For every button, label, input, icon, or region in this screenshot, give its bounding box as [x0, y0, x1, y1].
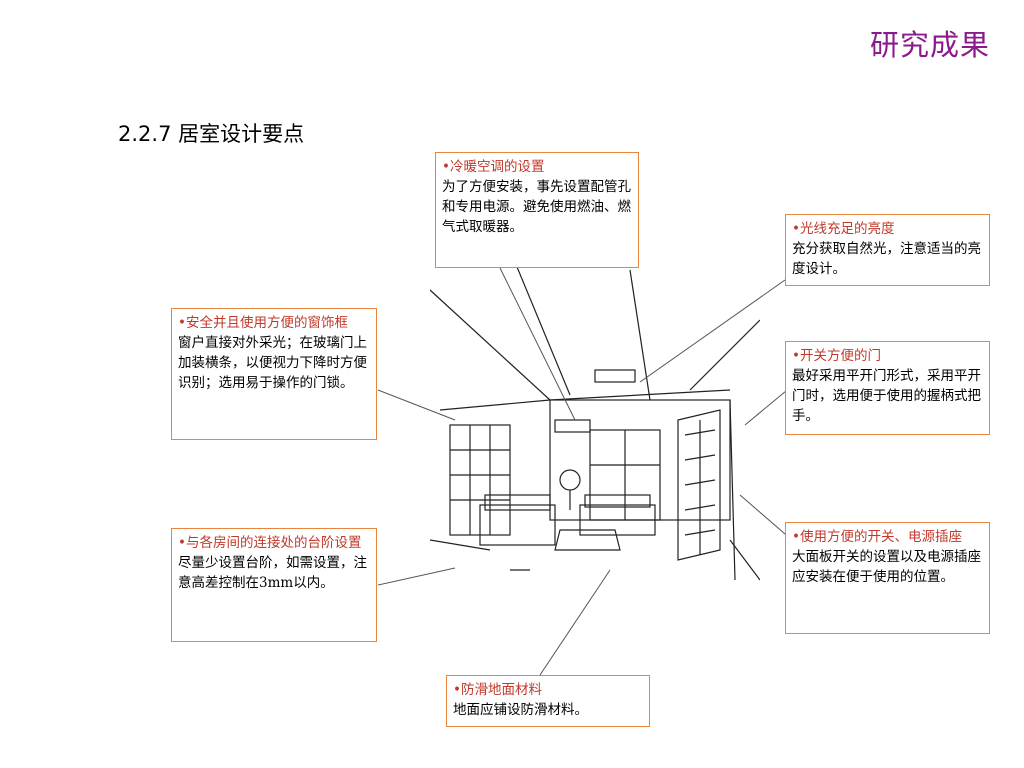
- callout-door-heading: •开关方便的门: [792, 348, 881, 364]
- callout-floor: •防滑地面材料 地面应铺设防滑材料。: [446, 675, 650, 727]
- callout-hvac-heading: •冷暖空调的设置: [442, 159, 545, 175]
- callout-lighting: •光线充足的亮度 充分获取自然光，注意适当的亮度设计。: [785, 214, 990, 286]
- callout-step-text: 尽量少设置台阶，如需设置，注意高差控制在3mm以内。: [178, 555, 367, 591]
- callout-window-heading: •安全并且使用方便的窗饰框: [178, 315, 348, 331]
- callout-door-text: 最好采用平开门形式，采用平开门时，选用便于使用的握柄式把手。: [792, 368, 981, 424]
- callout-hvac: •冷暖空调的设置 为了方便安装，事先设置配管孔和专用电源。避免使用燃油、燃气式取…: [435, 152, 639, 268]
- slide-title: 研究成果: [869, 28, 990, 62]
- callout-step-heading: •与各房间的连接处的台阶设置: [178, 535, 362, 551]
- callout-floor-text: 地面应铺设防滑材料。: [453, 702, 588, 718]
- callout-window-frame: •安全并且使用方便的窗饰框 窗户直接对外采光；在玻璃门上加装横条，以便视力下降时…: [171, 308, 377, 440]
- callout-lighting-heading: •光线充足的亮度: [792, 221, 895, 237]
- callout-step: •与各房间的连接处的台阶设置 尽量少设置台阶，如需设置，注意高差控制在3mm以内…: [171, 528, 377, 642]
- callout-lighting-text: 充分获取自然光，注意适当的亮度设计。: [792, 241, 981, 277]
- callout-window-text: 窗户直接对外采光；在玻璃门上加装横条，以便视力下降时方便识别；选用易于操作的门锁…: [178, 335, 367, 391]
- callout-switch-socket: •使用方便的开关、电源插座 大面板开关的设置以及电源插座应安装在便于使用的位置。: [785, 522, 990, 634]
- callout-hvac-text: 为了方便安装，事先设置配管孔和专用电源。避免使用燃油、燃气式取暖器。: [442, 179, 631, 235]
- callout-switch-text: 大面板开关的设置以及电源插座应安装在便于使用的位置。: [792, 549, 981, 585]
- callout-switch-heading: •使用方便的开关、电源插座: [792, 529, 962, 545]
- section-heading: 2.2.7 居室设计要点: [118, 122, 305, 146]
- callout-floor-heading: •防滑地面材料: [453, 682, 542, 698]
- callout-door: •开关方便的门 最好采用平开门形式，采用平开门时，选用便于使用的握柄式把手。: [785, 341, 990, 435]
- room-illustration: [430, 250, 760, 581]
